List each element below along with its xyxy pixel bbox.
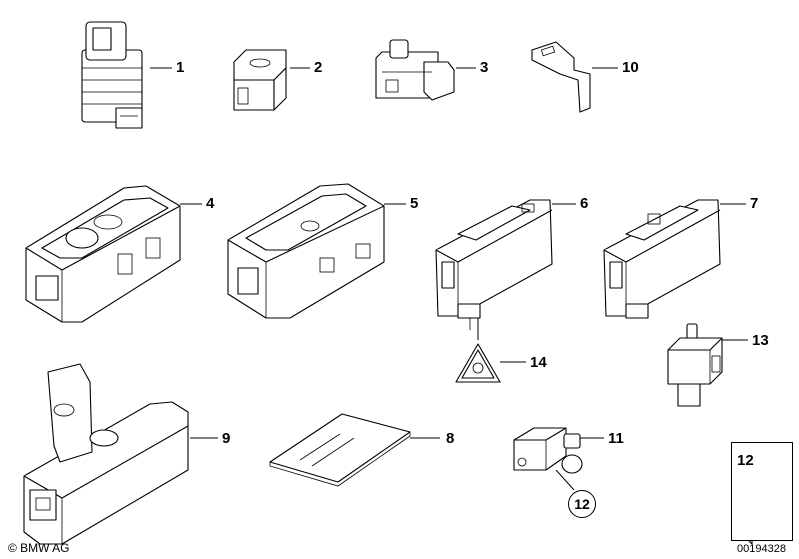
part-3-push-switch <box>375 39 455 101</box>
part-11-sensor <box>513 427 583 491</box>
callout-14: 14 <box>530 354 547 371</box>
callout-2: 2 <box>314 59 323 76</box>
part-13-push-switch <box>667 323 723 407</box>
callout-13: 13 <box>752 332 769 349</box>
callout-11: 11 <box>608 430 624 447</box>
part-10-bracket <box>531 41 591 113</box>
callout-7: 7 <box>750 195 759 212</box>
legend-box: 12 <box>731 442 793 541</box>
callout-4: 4 <box>206 195 215 212</box>
callout-1: 1 <box>176 59 185 76</box>
callout-10: 10 <box>622 59 639 76</box>
part-8-adhesive-pad <box>269 413 411 487</box>
callout-8: 8 <box>446 430 455 447</box>
part-1-connector <box>81 21 143 129</box>
callout-9: 9 <box>222 430 231 447</box>
part-2-switch <box>233 49 287 111</box>
callout-12-circled: 12 <box>568 490 596 518</box>
part-5-switch-module <box>227 183 385 319</box>
copyright-text: © BMW AG <box>8 541 70 555</box>
part-6-window-switch <box>435 199 553 330</box>
legend-label: 12 <box>737 452 754 469</box>
callout-3: 3 <box>480 59 489 76</box>
part-9-sos-switch <box>23 363 189 545</box>
callout-5: 5 <box>410 195 419 212</box>
part-4-switch-module <box>25 185 181 323</box>
part-14-warning-label <box>455 318 501 383</box>
document-number: 00194328 <box>737 543 786 555</box>
callout-6: 6 <box>580 195 589 212</box>
part-7-window-switch <box>603 199 721 319</box>
